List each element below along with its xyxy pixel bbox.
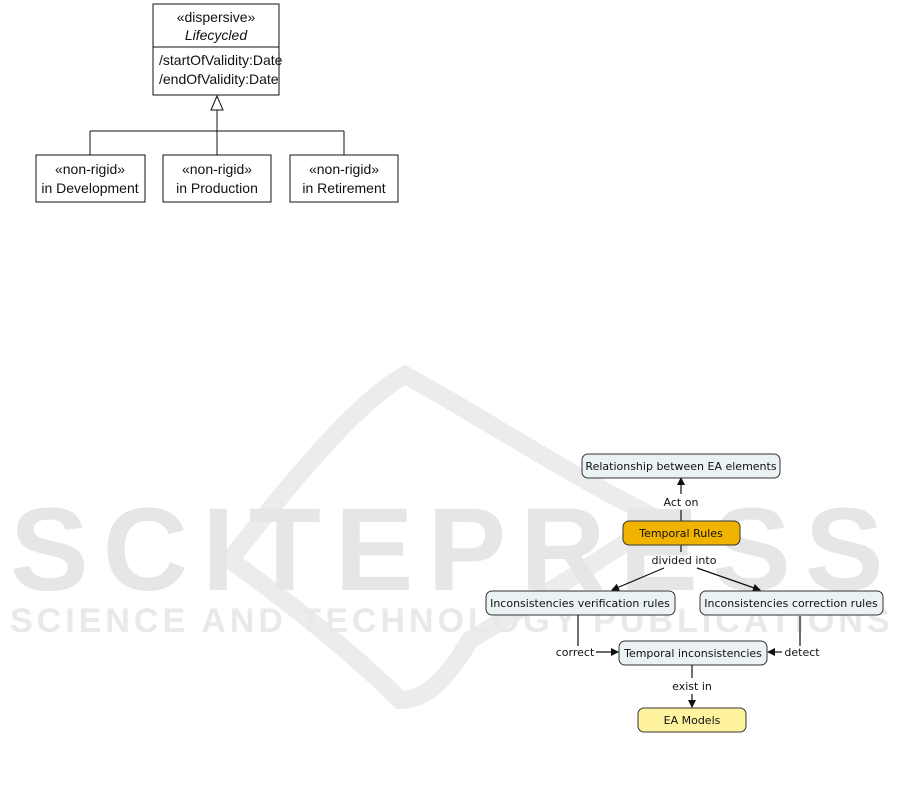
concept-map: Act on divided into correct detect exist… <box>485 453 884 733</box>
parent-attribute-start: /startOfValidity:Date <box>159 52 283 68</box>
uml-child-development: «non-rigid» in Development <box>35 154 146 203</box>
link-label-detect: detect <box>784 646 820 659</box>
uml-child-retirement: «non-rigid» in Retirement <box>289 154 399 203</box>
node-label: Relationship between EA elements <box>585 460 776 473</box>
watermark-logo-shape <box>217 364 678 710</box>
node-verification-rules: Inconsistencies verification rules <box>485 590 676 616</box>
node-relationship: Relationship between EA elements <box>581 453 781 479</box>
uml-child-production: «non-rigid» in Production <box>162 154 272 203</box>
link-label-act-on: Act on <box>664 496 699 509</box>
link-label-divided-into: divided into <box>652 554 717 567</box>
node-temporal-inconsistencies: Temporal inconsistencies <box>618 640 768 666</box>
parent-stereotype: «dispersive» <box>177 9 256 25</box>
node-label: Inconsistencies verification rules <box>490 597 670 610</box>
child-class-name: in Retirement <box>302 180 385 196</box>
generalization-connector <box>89 94 345 155</box>
child-stereotype: «non-rigid» <box>182 161 252 177</box>
concept-links <box>577 477 801 708</box>
child-class-name: in Development <box>41 180 138 196</box>
parent-class-name: Lifecycled <box>185 27 248 43</box>
node-ea-models: EA Models <box>637 707 747 733</box>
node-temporal-rules: Temporal Rules <box>622 520 741 546</box>
link-label-correct: correct <box>556 646 595 659</box>
node-label: Temporal Rules <box>638 527 723 540</box>
node-label: Inconsistencies correction rules <box>704 597 878 610</box>
parent-attribute-end: /endOfValidity:Date <box>159 71 279 87</box>
node-label: Temporal inconsistencies <box>623 647 762 660</box>
child-stereotype: «non-rigid» <box>309 161 379 177</box>
child-stereotype: «non-rigid» <box>55 161 125 177</box>
node-correction-rules: Inconsistencies correction rules <box>699 590 884 616</box>
uml-parent-class: «dispersive» Lifecycled /startOfValidity… <box>152 3 283 96</box>
node-label: EA Models <box>664 714 721 727</box>
uml-diagram: «dispersive» Lifecycled /startOfValidity… <box>35 3 399 203</box>
child-class-name: in Production <box>176 180 258 196</box>
link-label-exist-in: exist in <box>672 680 712 693</box>
